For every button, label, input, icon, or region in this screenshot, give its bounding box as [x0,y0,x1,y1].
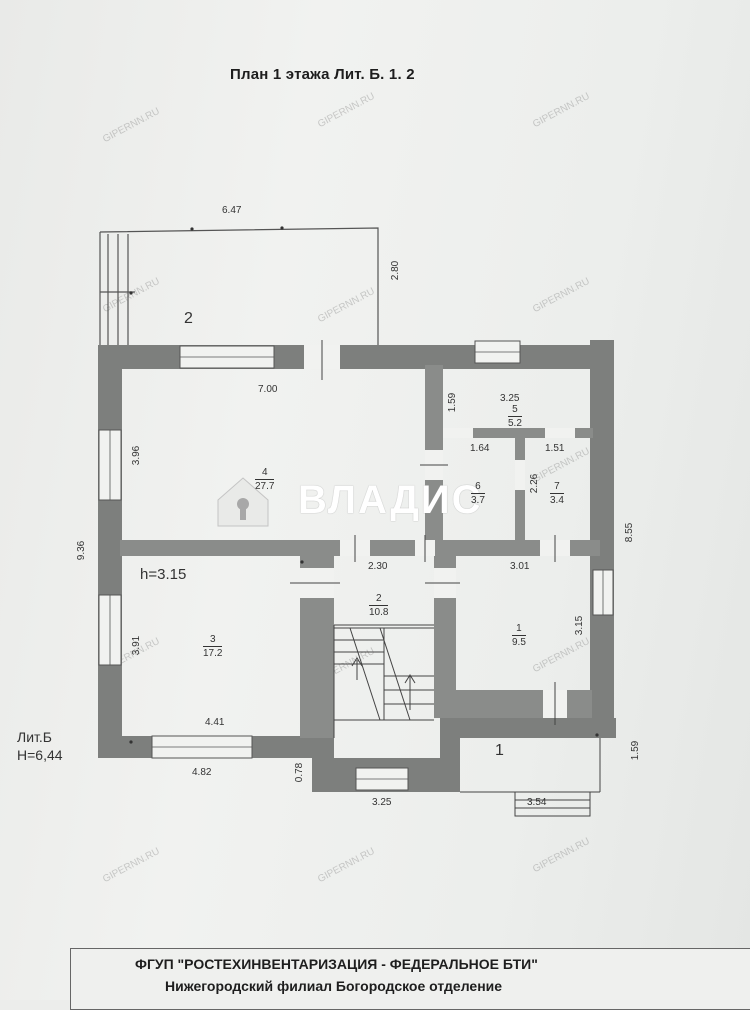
dim-room1-width: 3.01 [510,561,530,572]
dim-total-right: 8.55 [624,522,636,543]
dim-entry-depth: 1.59 [630,740,642,761]
room-number: 7 [550,480,564,494]
dim-terrace-width: 6.47 [222,205,242,216]
plan-title: План 1 этажа Лит. Б. 1. 2 [230,66,415,83]
lit-height: H=6,44 [17,747,63,763]
lit-label: Лит.Б H=6,44 [17,728,63,764]
room-label-4: 4 27.7 [255,466,275,493]
room-area: 9.5 [512,637,526,648]
room-number: 4 [255,466,275,480]
footer-organization: ФГУП "РОСТЕХИНВЕНТАРИЗАЦИЯ - ФЕДЕРАЛЬНОЕ… [135,956,538,972]
dim-room4-depth: 3.96 [131,445,143,466]
dim-room5-depth: 1.59 [447,392,459,413]
dim-left-bottom: 4.82 [192,767,212,778]
dim-room3-depth: 3.91 [131,635,143,656]
room-area: 3.4 [550,495,564,506]
room-area: 27.7 [255,481,275,492]
room-area: 3.7 [471,495,485,506]
room-label-7: 7 3.4 [550,480,564,507]
dim-room7-width: 1.51 [545,443,565,454]
room-number: 5 [508,403,522,417]
room-number: 2 [369,592,389,606]
terrace-outline [99,227,379,345]
ceiling-height: h=3.15 [140,566,187,583]
room-label-1: 1 9.5 [512,622,526,649]
room-area: 5.2 [508,418,522,429]
dim-room67-depth: 2.26 [529,473,541,494]
lit-name: Лит.Б [17,729,52,745]
dim-entry-width: 3.54 [527,797,547,808]
entry-label: 1 [495,742,504,759]
room-area: 10.8 [369,607,389,618]
dim-room6-width: 1.64 [470,443,490,454]
room-area: 17.2 [203,648,223,659]
dim-room1-depth: 3.15 [574,615,586,636]
room-label-5: 5 5.2 [508,403,522,430]
entry-steps [460,738,601,817]
room-number: 6 [471,480,485,494]
dim-stair-width: 3.25 [372,797,392,808]
dim-room4-width: 7.00 [258,384,278,395]
logo-text: ВЛАДИС [298,478,483,522]
window-lines [109,351,604,780]
room-number: 1 [512,622,526,636]
corner-marks [129,226,599,744]
door-marks [290,340,556,725]
dim-hall-width: 2.30 [368,561,388,572]
terrace-label: 2 [184,310,193,327]
room-number: 3 [203,633,223,647]
dim-terrace-depth: 2.80 [390,260,402,281]
dim-stair-offset: 0.78 [294,762,306,783]
dim-room5-width: 3.25 [500,393,520,404]
room-label-2: 2 10.8 [369,592,389,619]
room-label-3: 3 17.2 [203,633,223,660]
vladis-logo [217,477,269,527]
staircase [333,624,434,738]
dim-total-left: 9.36 [76,540,88,561]
room-label-6: 6 3.7 [471,480,485,507]
footer-branch: Нижегородский филиал Богородское отделен… [165,978,503,994]
dim-room3-width: 4.41 [205,717,225,728]
